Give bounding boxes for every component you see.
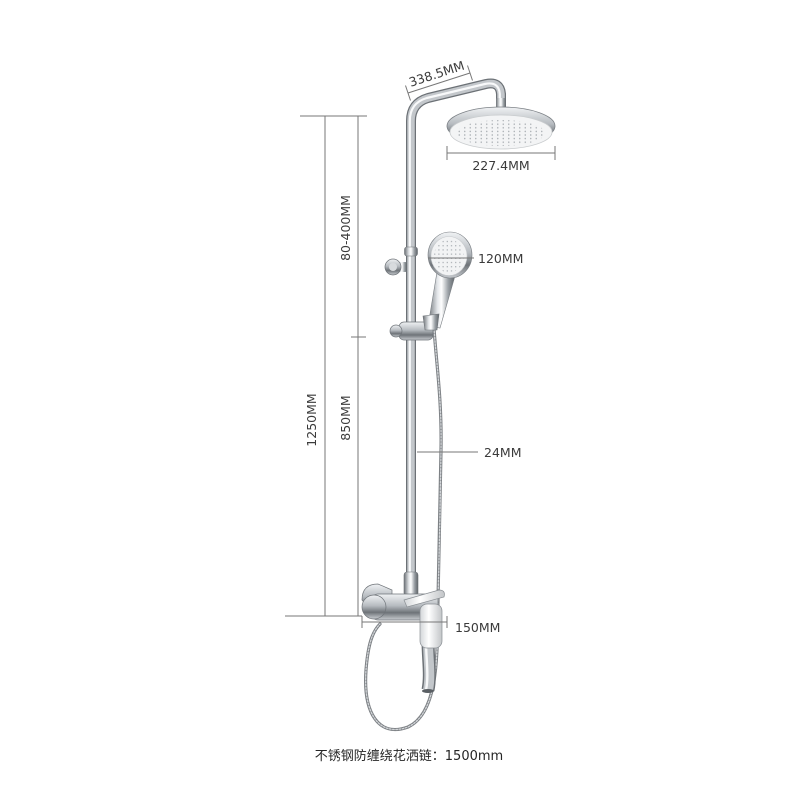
spout-outlet (422, 689, 434, 693)
slide-range-label: 80-400MM (338, 195, 353, 261)
mixer-cartridge (419, 603, 443, 649)
slide-bracket-knob (389, 324, 403, 338)
wall-bracket-center (389, 263, 397, 271)
arm-length-line (407, 72, 471, 94)
column-highlight (408, 82, 501, 590)
height-dimensions: 1250MM 80-400MM 850MM (285, 115, 367, 617)
head-spray-holes (457, 120, 545, 146)
overhead-shower-head (446, 98, 556, 150)
mixer-width-label: 150MM (455, 620, 500, 635)
slide-bracket (389, 313, 440, 341)
overhead-head-label: 227.4MM (472, 158, 529, 173)
hand-shower-label: 120MM (478, 251, 523, 266)
dimension-mixer: 150MM (361, 616, 500, 635)
dimension-hand-shower: 120MM (428, 251, 523, 266)
pipe-connector (403, 571, 419, 597)
wall-bracket (384, 258, 407, 276)
shower-column (406, 78, 506, 593)
dimension-overhead-head: 227.4MM (446, 146, 556, 173)
hose-caption: 不锈钢防缠绕花洒链：1500mm (315, 748, 503, 764)
slide-bracket-holder (422, 313, 440, 331)
mixer-end-cap (361, 594, 387, 620)
lower-height-label: 850MM (338, 395, 353, 440)
arm-length-label: 338.5MM (407, 58, 466, 90)
hand-shower-spray-holes (434, 239, 464, 273)
dimension-slide-bar: 24MM (417, 445, 521, 460)
total-height-label: 1250MM (304, 393, 319, 446)
hand-shower (427, 231, 473, 329)
arm-length-tick-end (467, 65, 473, 81)
mixer-valve (361, 571, 445, 649)
diverter-lever (403, 589, 445, 608)
arm-length-tick-start (405, 85, 411, 101)
pipe-collar (404, 246, 418, 257)
slide-bar-label: 24MM (484, 445, 521, 460)
